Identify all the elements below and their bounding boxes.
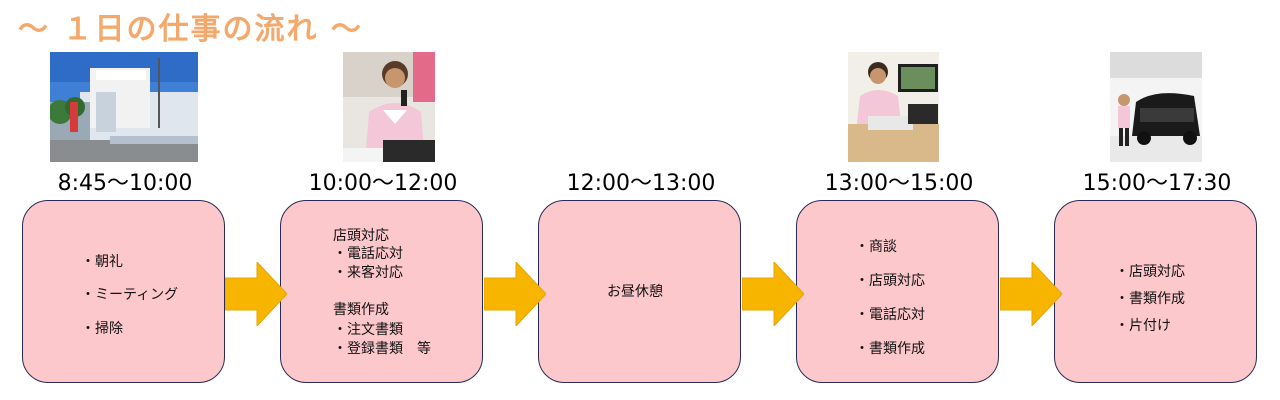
step-4-item: ・商談: [855, 239, 897, 255]
step-1-item: ・朝礼: [81, 254, 123, 270]
step-5-item: ・店頭対応: [1115, 264, 1185, 280]
step-1-item: ・ミーティング: [81, 287, 179, 303]
step-2-item: ・電話応対: [333, 246, 403, 262]
step-2-heading: 店頭対応: [333, 228, 389, 244]
arrow-right-icon: [742, 262, 804, 326]
step-2-item: ・来客対応: [333, 265, 403, 281]
step-4-item: ・電話応対: [855, 307, 925, 323]
dealership-photo: [50, 52, 198, 162]
step-1-item: ・掃除: [81, 321, 123, 337]
step-4-item: ・店頭対応: [855, 273, 925, 289]
staff-phone-photo: [343, 52, 435, 162]
arrow-right-icon: [1000, 262, 1062, 326]
step-5-item: ・片付け: [1115, 318, 1171, 334]
arrow-right-icon: [484, 262, 546, 326]
time-step-2: 10:00～12:00: [308, 171, 458, 196]
step-3-item: お昼休憩: [607, 284, 663, 300]
step-box-4: ・商談 ・店頭対応 ・電話応対 ・書類作成: [796, 200, 999, 383]
step-2-heading: 書類作成: [333, 302, 389, 318]
staff-desk-photo: [848, 52, 939, 162]
step-box-3: お昼休憩: [538, 200, 741, 383]
time-step-1: 8:45～10:00: [57, 171, 193, 196]
staff-car-photo: [1110, 52, 1202, 162]
step-box-5: ・店頭対応 ・書類作成 ・片付け: [1054, 200, 1257, 383]
step-2-item: ・注文書類: [333, 322, 403, 338]
time-step-4: 13:00～15:00: [824, 171, 974, 196]
time-step-5: 15:00～17:30: [1082, 171, 1232, 196]
time-step-3: 12:00～13:00: [566, 171, 716, 196]
step-5-item: ・書類作成: [1115, 291, 1185, 307]
step-box-2: 店頭対応 ・電話応対 ・来客対応 書類作成 ・注文書類 ・登録書類 等: [280, 200, 483, 383]
step-box-1: ・朝礼 ・ミーティング ・掃除: [22, 200, 225, 383]
step-2-item: ・登録書類 等: [333, 341, 431, 357]
arrow-right-icon: [225, 262, 287, 326]
page-title: ～ １日の仕事の流れ ～: [18, 12, 363, 47]
step-4-item: ・書類作成: [855, 341, 925, 357]
